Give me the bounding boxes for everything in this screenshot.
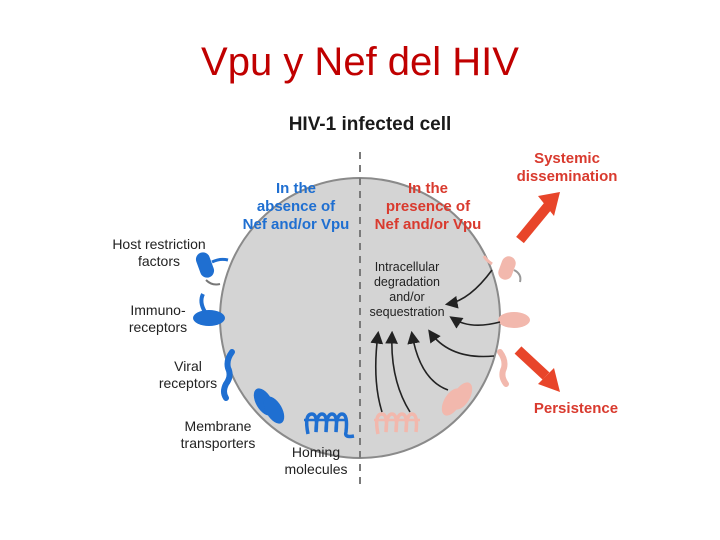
- homing-molecules-line-2: molecules: [284, 461, 348, 477]
- systemic-dissemination-arrow: [516, 192, 560, 244]
- presence-heading-line-1: In the: [408, 180, 448, 197]
- pink-viral-receptor-icon: [497, 349, 509, 387]
- homing-molecules-line-1: Homing: [291, 444, 341, 460]
- immunoreceptor-icon: [193, 293, 225, 326]
- absence-heading: In the absence of Nef and/or Vpu: [236, 180, 356, 234]
- viral-receptors-line-2: receptors: [158, 375, 218, 391]
- systemic-line-1: Systemic: [534, 150, 600, 167]
- membrane-transporters-line-2: transporters: [180, 435, 256, 451]
- membrane-transporters-line-1: Membrane: [184, 418, 252, 434]
- internalization-arrows: [370, 269, 501, 413]
- absence-heading-line-1: In the: [276, 180, 316, 197]
- presence-heading-line-2: presence of: [385, 198, 471, 215]
- host-restriction-line-2: factors: [137, 253, 180, 269]
- membrane-transporters-label: Membrane transporters: [172, 418, 264, 452]
- persistence-label: Persistence: [533, 400, 619, 417]
- pink-membrane-transporter-icon: [441, 382, 473, 416]
- homing-molecules-label: Homing molecules: [276, 444, 356, 478]
- immunoreceptors-line-1: Immuno-: [130, 302, 186, 318]
- degradation-label: Intracellular degradation and/or sequest…: [364, 260, 450, 320]
- diagram-title: HIV-1 infected cell: [288, 114, 452, 135]
- degradation-label-line-1: Intracellular: [374, 260, 440, 274]
- absence-heading-line-2: absence of: [256, 198, 336, 215]
- presence-heading: In the presence of Nef and/or Vpu: [366, 180, 490, 234]
- pink-restriction-factor-icon: [482, 255, 522, 283]
- presence-heading-line-3: Nef and/or Vpu: [374, 216, 482, 233]
- systemic-dissemination-label: Systemic dissemination: [504, 150, 630, 186]
- slide-title: Vpu y Nef del HIV: [201, 40, 519, 84]
- degradation-label-line-2: degradation: [373, 275, 441, 289]
- host-restriction-label: Host restriction factors: [100, 236, 218, 270]
- persistence-arrow: [514, 346, 560, 392]
- immunoreceptors-label: Immuno- receptors: [118, 302, 198, 336]
- pink-homing-molecule-icon: [374, 412, 420, 435]
- degradation-label-line-3: and/or: [389, 290, 425, 304]
- viral-receptor-icon: [221, 349, 235, 401]
- immunoreceptors-line-2: receptors: [128, 319, 188, 335]
- absence-heading-line-3: Nef and/or Vpu: [242, 216, 350, 233]
- viral-receptors-line-1: Viral: [174, 358, 202, 374]
- homing-molecule-icon: [304, 412, 355, 439]
- host-restriction-factor-icon: [195, 252, 229, 286]
- membrane-transporter-icon: [253, 388, 285, 424]
- viral-receptors-label: Viral receptors: [150, 358, 226, 392]
- systemic-line-2: dissemination: [516, 168, 618, 185]
- pink-immunoreceptor-icon: [498, 312, 530, 328]
- degradation-label-line-4: sequestration: [369, 305, 445, 319]
- host-restriction-line-1: Host restriction: [112, 236, 206, 252]
